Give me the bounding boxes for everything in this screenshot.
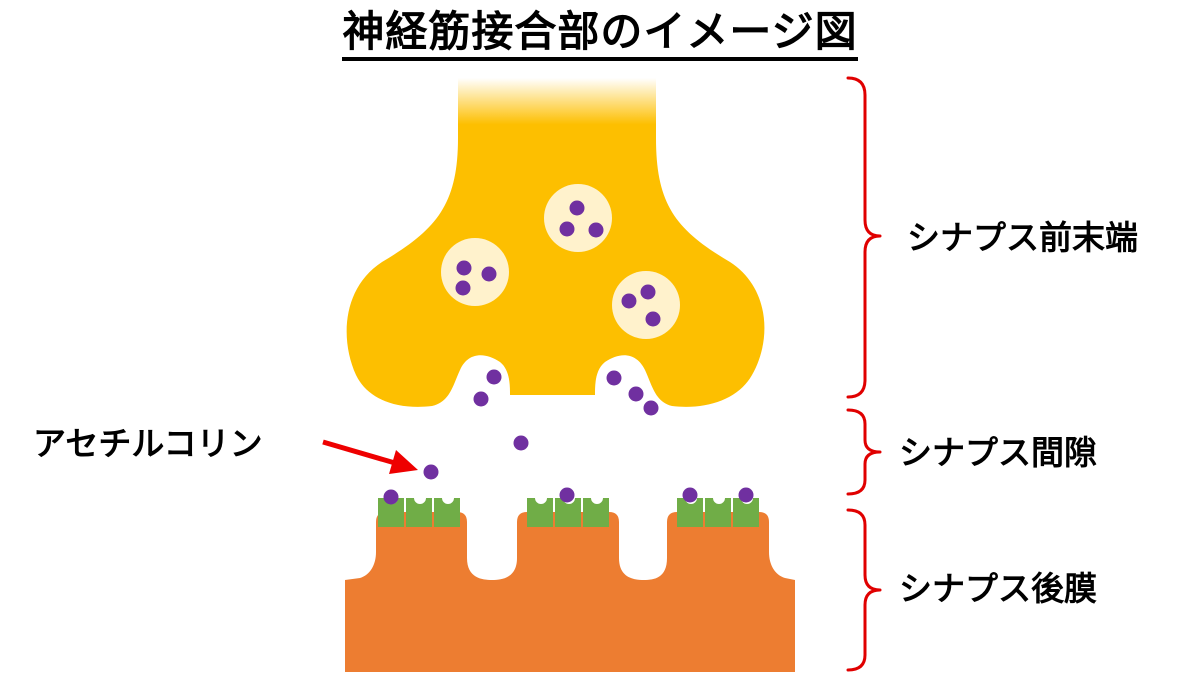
postsynaptic-membrane — [345, 512, 795, 672]
acetylcholine-dot — [643, 400, 659, 416]
acetylcholine-dot — [513, 435, 529, 451]
receptor — [677, 498, 703, 527]
acetylcholine-dot — [423, 464, 439, 480]
vesicle — [544, 184, 612, 252]
acetylcholine-molecules — [383, 200, 754, 505]
acetylcholine-dot — [383, 489, 399, 505]
receptor — [406, 498, 432, 527]
receptor — [705, 498, 731, 527]
bracket-postsynaptic — [846, 508, 882, 672]
acetylcholine-dot — [455, 280, 471, 296]
page-title-text: 神経筋接合部のイメージ図 — [342, 7, 858, 61]
receptor — [434, 498, 460, 527]
acetylcholine-dot — [559, 221, 575, 237]
acetylcholine-dot — [486, 369, 502, 385]
axon-stem — [458, 78, 656, 140]
membrane-body — [345, 512, 795, 672]
receptor — [555, 498, 581, 527]
acetylcholine-dot — [456, 260, 472, 276]
page-title: 神経筋接合部のイメージ図 — [0, 4, 1200, 61]
acetylcholine-dot — [588, 222, 604, 238]
acetylcholine-dot — [628, 386, 644, 402]
receptor — [378, 498, 404, 527]
vesicle — [612, 271, 680, 339]
label-acetylcholine: アセチルコリン — [33, 424, 263, 463]
terminal-body — [346, 138, 765, 407]
acetylcholine-dot — [481, 266, 497, 282]
acetylcholine-dot — [569, 200, 585, 216]
acetylcholine-dot — [606, 370, 622, 386]
receptor — [583, 498, 609, 527]
arrow-head-icon — [389, 450, 418, 474]
acetylcholine-dot — [738, 487, 754, 503]
acetylcholine-dot — [640, 284, 656, 300]
acetylcholine-arrow — [322, 439, 418, 474]
vesicle — [441, 238, 509, 306]
acetylcholine-dot — [473, 391, 489, 407]
acetylcholine-receptors — [378, 498, 759, 527]
bracket-presynaptic — [846, 76, 882, 399]
acetylcholine-dot — [621, 293, 637, 309]
receptor — [733, 498, 759, 527]
bracket-cleft — [846, 408, 882, 496]
label-postsynaptic-membrane: シナプス後膜 — [899, 569, 1097, 608]
presynaptic-terminal — [346, 78, 765, 407]
acetylcholine-dot — [559, 487, 575, 503]
label-presynaptic-terminal: シナプス前末端 — [907, 218, 1138, 257]
label-synaptic-cleft: シナプス間隙 — [899, 433, 1097, 472]
acetylcholine-dot — [645, 311, 661, 327]
acetylcholine-dot — [682, 487, 698, 503]
arrow-shaft — [322, 439, 396, 466]
receptor — [527, 498, 553, 527]
brackets — [846, 76, 882, 672]
